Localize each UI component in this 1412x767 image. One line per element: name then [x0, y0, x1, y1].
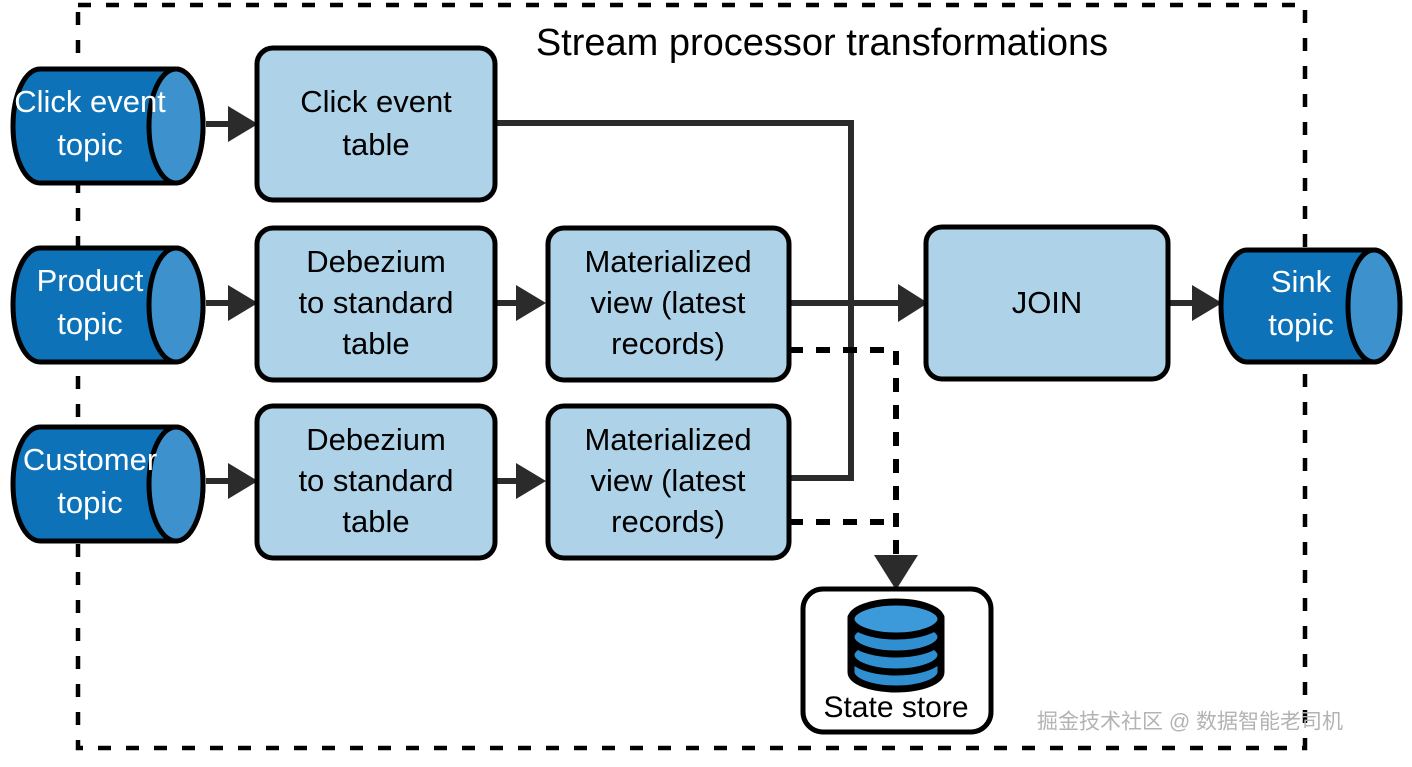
debezium-product-line2: to standard [298, 285, 453, 320]
connector-matview-customer-to-join [789, 303, 854, 481]
matview-customer-line2: view (latest [590, 463, 745, 498]
stream-processor-boundary [75, 2, 1308, 751]
debezium-customer-line3: table [342, 504, 409, 539]
customer-topic-label-line1: Customer [23, 442, 157, 477]
debezium-product-line1: Debezium [306, 244, 446, 279]
sink-topic[interactable]: Sink topic [1218, 247, 1403, 365]
product-topic[interactable]: Product topic [10, 245, 206, 365]
connector-customer-topic-to-debezium [206, 463, 258, 499]
matview-customer-line1: Materialized [584, 422, 751, 457]
page-title: Stream processor transformations [536, 22, 1108, 64]
sink-topic-label-line1: Sink [1271, 264, 1332, 299]
click-event-table[interactable]: Click event table [254, 45, 498, 203]
matview-product-line2: view (latest [590, 285, 745, 320]
debezium-to-standard-table-product[interactable]: Debezium to standard table [254, 225, 498, 383]
watermark: 掘金技术社区 @ 数据智能老司机 [1037, 711, 1343, 734]
connector-click-table-to-join [495, 120, 854, 303]
matview-product-line3: records) [611, 326, 725, 361]
state-store-label: State store [823, 691, 968, 724]
debezium-product-line3: table [342, 326, 409, 361]
click-event-topic-label-line1: Click event [14, 84, 166, 119]
matview-customer-line3: records) [611, 504, 725, 539]
state-store-arrowhead [874, 555, 918, 590]
click-event-topic[interactable]: Click event topic [10, 66, 206, 186]
click-event-topic-label-line2: topic [57, 127, 122, 162]
click-event-table-line1: Click event [300, 84, 452, 119]
join-operator[interactable]: JOIN [923, 224, 1171, 382]
debezium-customer-line1: Debezium [306, 422, 446, 457]
debezium-to-standard-table-customer[interactable]: Debezium to standard table [254, 403, 498, 561]
materialized-view-product[interactable]: Materialized view (latest records) [545, 225, 792, 383]
database-stack-icon [847, 598, 945, 693]
customer-topic[interactable]: Customer topic [10, 424, 206, 544]
connector-join-to-sink-topic [1168, 285, 1222, 321]
connector-click-topic-to-click-table [206, 106, 258, 142]
state-store[interactable]: State store [800, 586, 994, 735]
connector-debezium-product-to-matview [495, 285, 546, 321]
matview-product-line1: Materialized [584, 244, 751, 279]
sink-topic-label-line2: topic [1268, 307, 1333, 342]
click-event-table-line2: table [342, 127, 409, 162]
debezium-customer-line2: to standard [298, 463, 453, 498]
product-topic-label-line2: topic [57, 306, 122, 341]
connector-debezium-customer-to-matview [495, 463, 546, 499]
connector-product-topic-to-debezium [206, 285, 258, 321]
customer-topic-label-line2: topic [57, 485, 122, 520]
product-topic-label-line1: Product [37, 263, 144, 298]
materialized-view-customer[interactable]: Materialized view (latest records) [545, 403, 792, 561]
join-operator-label: JOIN [1012, 285, 1083, 320]
connector-matview-product-to-join [789, 284, 928, 322]
connector-matview-product-to-state-store [789, 347, 899, 570]
